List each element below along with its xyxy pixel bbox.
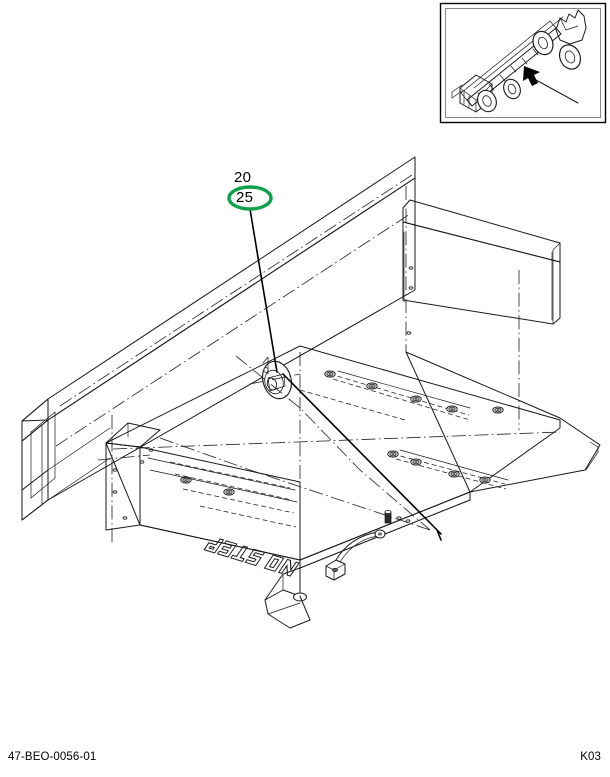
- sheet-code: K03: [580, 751, 601, 763]
- stud-fastener: [384, 510, 411, 524]
- leader-20-to-deck-bracket: [282, 373, 442, 535]
- chassis-wheels: [477, 30, 582, 113]
- rear-side-panel: [402, 186, 561, 430]
- document-number: 47-BEO-0056-01: [8, 751, 97, 763]
- callout-highlight-ellipse: [227, 185, 273, 211]
- tread-clip: [325, 529, 386, 581]
- no-step-marking: [203, 538, 300, 577]
- callout-number-25[interactable]: 25: [236, 189, 254, 206]
- step-bracket-left: [97, 415, 161, 545]
- vehicle-locator-inset: [439, 2, 607, 124]
- locator-arrow: [523, 66, 579, 104]
- leader-lines: [249, 208, 442, 541]
- callout-number-20[interactable]: 20: [234, 169, 252, 186]
- deck-plate: [105, 345, 601, 569]
- step-tread-panel: [139, 446, 311, 629]
- section-phantom-line: [159, 355, 431, 531]
- grommet-disc: [249, 356, 301, 400]
- frame-rail-c-channel: [21, 156, 416, 521]
- leader-25-to-disc: [249, 208, 278, 373]
- chassis-rear-body: [555, 9, 587, 45]
